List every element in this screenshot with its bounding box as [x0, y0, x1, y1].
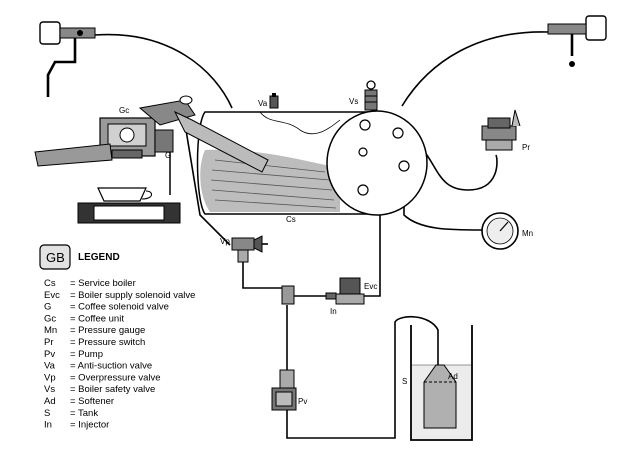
portafilter-handle: [34, 143, 113, 167]
legend-description: = Softener: [70, 396, 114, 407]
gb-badge-text: GB: [46, 250, 65, 265]
left-steam-wand: [39, 21, 96, 97]
service-boiler: [196, 110, 428, 216]
legend-code: S: [44, 408, 50, 419]
legend-description: = Overpressure valve: [70, 372, 161, 383]
legend-description: = Boiler supply solenoid valve: [70, 290, 195, 301]
boiler-end-cap: [326, 110, 428, 216]
legend-code: G: [44, 302, 51, 313]
pipe-right-wand: [401, 31, 549, 107]
label-in: In: [330, 307, 337, 316]
label-evc: Evc: [364, 282, 377, 291]
label-s: S: [402, 377, 407, 386]
gb-badge: [39, 244, 71, 270]
label-gc: Gc: [119, 106, 129, 115]
label-ad: Ad: [448, 372, 458, 381]
legend-code: Evc: [44, 290, 60, 301]
label-vs: Vs: [349, 97, 358, 106]
legend-description: = Pressure gauge: [70, 325, 145, 336]
legend-code: Vs: [44, 384, 55, 395]
legend-description: = Coffee solenoid valve: [70, 302, 169, 313]
label-mn: Mn: [522, 229, 533, 238]
label-va: Va: [258, 99, 268, 108]
label-pr: Pr: [522, 143, 530, 152]
label-g: G: [165, 151, 171, 160]
tee-fitting: [281, 285, 295, 305]
legend-title: LEGEND: [78, 252, 120, 263]
supply-solenoid-valve-icon: [335, 277, 365, 305]
label-pv: Pv: [298, 397, 307, 406]
legend-description: = Boiler safety valve: [70, 384, 155, 395]
pipe-left-wand: [94, 33, 233, 109]
pipes: [94, 31, 549, 439]
legend-code: Pr: [44, 337, 54, 348]
legend-code: Ad: [44, 396, 56, 407]
legend-code: Cs: [44, 278, 56, 289]
legend-code: Gc: [44, 313, 56, 324]
injector-icon: [325, 292, 337, 300]
pipe-group-to-vp: [185, 129, 231, 246]
legend-code: Pv: [44, 349, 55, 360]
legend-description: = Injector: [70, 420, 109, 431]
legend-description: = Coffee unit: [70, 313, 124, 324]
legend-code: Mn: [44, 325, 57, 336]
pressure-switch-icon: [481, 109, 521, 151]
pipe-pump-to-tank: [286, 315, 439, 439]
legend-code: In: [44, 420, 52, 431]
legend-description: = Pressure switch: [70, 337, 145, 348]
softener-icon: [423, 364, 457, 429]
legend-code: Vp: [44, 372, 56, 383]
overpressure-valve-icon: [231, 235, 263, 263]
legend-description: = Pump: [70, 349, 103, 360]
pipe-boiler-to-mn: [403, 170, 483, 231]
pipe-vp-to-tee: [242, 262, 283, 289]
right-steam-wand: [547, 15, 607, 67]
legend-description: = Service boiler: [70, 278, 136, 289]
label-cs: Cs: [286, 215, 296, 224]
legend-code: Va: [44, 361, 56, 372]
pressure-gauge-icon: [481, 212, 519, 250]
pump-icon: [271, 369, 297, 411]
legend-description: = Anti-suction valve: [70, 361, 152, 372]
coffee-unit: [34, 95, 269, 224]
pipe-evc-to-boiler: [362, 190, 381, 297]
boiler-safety-valve-icon: [364, 80, 378, 111]
legend-description: = Tank: [70, 408, 98, 419]
anti-suction-valve-icon: [269, 93, 279, 109]
label-vp: Vp: [220, 237, 230, 246]
